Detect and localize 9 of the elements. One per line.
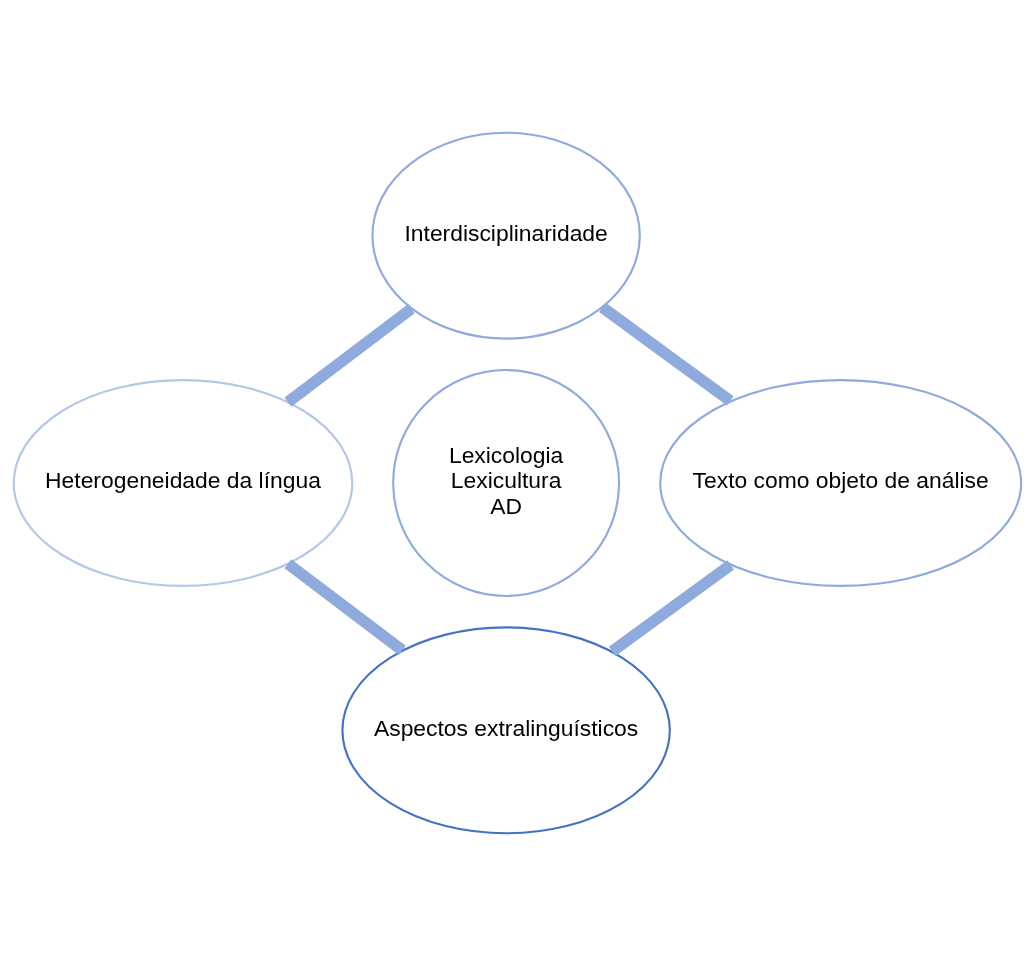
- node-ellipse: Aspectos extralinguísticos: [341, 626, 671, 835]
- connector: [608, 560, 735, 656]
- node-circle: Lexicologia Lexicultura AD: [392, 369, 621, 598]
- connector: [284, 559, 406, 655]
- connector: [284, 304, 415, 407]
- node-ellipse: Texto como objeto de análise: [659, 379, 1023, 587]
- node-ellipse: Interdisciplinaridade: [371, 131, 641, 340]
- connector: [599, 302, 734, 406]
- node-ellipse: Heterogeneidade da língua: [12, 379, 354, 587]
